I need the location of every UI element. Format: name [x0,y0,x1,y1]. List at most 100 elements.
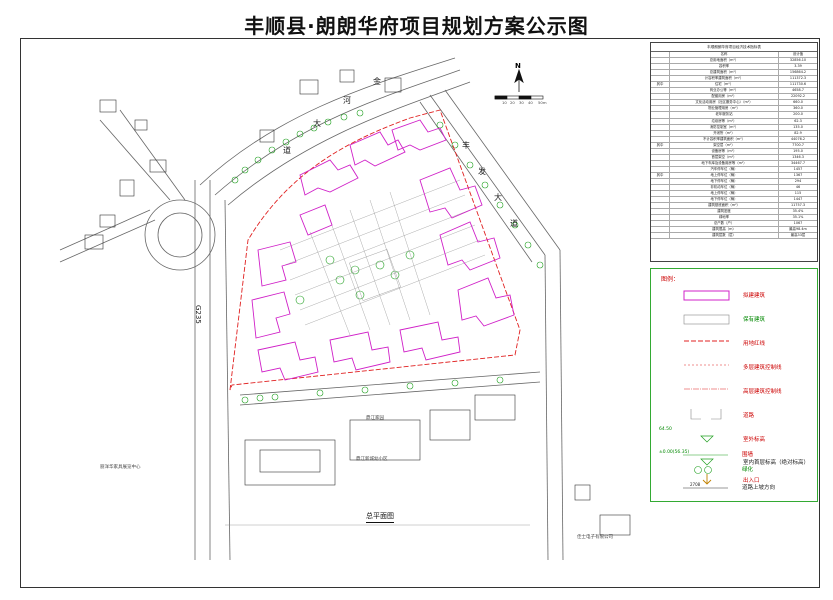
table-cell [651,215,670,221]
road-network [59,57,564,561]
legend-label: 道路 [743,413,755,419]
table-cell: 建筑限高（m） [670,227,779,233]
table-cell: 计容积率建筑面积（m²） [670,76,779,82]
table-cell: 294 [794,178,802,183]
table-cell: 其中 [651,172,670,178]
site-boundary [229,109,521,391]
table-cell: 地下停车位（辆） [670,178,779,185]
table-cell: 架空层（m²） [670,142,779,148]
table-cell [651,106,670,112]
table-cell: 22092.2 [790,94,806,99]
table-cell: 115 [794,191,802,196]
table-cell [651,118,670,124]
label-school: 鼎江新城幼小区 [356,457,388,462]
table-cell: 住宅（m²） [670,82,779,88]
table-cell [651,185,670,191]
table-cell: 82.9 [794,130,802,135]
table-cell: 开闭所（m²） [670,130,779,136]
legend-label: 多层建筑控制线 [743,365,782,371]
table-cell: 设备房等（m²） [670,148,779,154]
table-cell: 绿地率 [670,215,779,221]
table-cell: 1067 [793,221,803,226]
table-cell [651,233,670,239]
table-row: 不计容积率建筑面积（m²）44076.2 [651,136,817,143]
table-cell [651,191,670,197]
table-row: 计容积率建筑面积（m²）111372.3 [651,76,817,83]
existing-buildings [84,69,631,536]
legend-item-entrance: 出入口 [651,474,817,486]
legend-symbols [683,290,730,485]
table-cell: 首层架空（m²） [670,154,779,160]
table-cell: 非机动车位（辆） [670,185,779,191]
table-header-cell: 设计值 [792,52,804,56]
table-cell [651,58,670,64]
legend-label: 拟建建筑 [743,293,766,299]
legend-item-multi-setback: 多层建筑控制线 [651,358,817,382]
table-cell [651,203,670,209]
table-cell [651,100,670,106]
table-row: 汽车停车位（辆）1457 [651,166,817,173]
legend-entrance-swatch [702,474,712,485]
legend-label: 出入口 [743,478,760,484]
table-cell: 111730.6 [789,82,807,87]
scale-tick-3: 30 [519,100,524,105]
table-cell [651,88,670,94]
legend-item-outdoor-elev: 64.50 室外标高 [651,427,817,454]
table-row: 文化活动用房（社区服务中心）（m²）660.0 [651,100,817,107]
table-cell: 1447 [793,197,803,202]
legend-item-existing: 保有建筑 [651,310,817,334]
legend-new-building-swatch [683,290,730,301]
legend-lower: 围墙 绿化 2708 道路上坡方向 [650,448,816,500]
legend-sample: 64.50 [659,427,672,432]
table-row: 总用地面积（m²）32856.10 [651,58,817,65]
table-cell [651,94,670,100]
table-cell: 地下车库及设备用房等（m²） [670,160,779,166]
table-cell: 1367 [793,172,803,177]
north-arrow-icon [514,68,524,92]
table-cell [651,166,670,172]
legend-green-label: 绿化 [742,467,754,473]
table-cell: 地下停车位（辆） [670,197,779,203]
table-cell: 总建筑面积（m²） [670,70,779,76]
label-south-company: 佳士电子有限公司 [577,535,613,540]
table-header-cell: 名称 [670,52,779,58]
legend-label: 室内首层标高（绝对标高） [743,460,810,466]
table-cell [651,112,670,118]
table-cell: 7700.7 [792,142,804,147]
table-cell: 地上停车位（辆） [670,191,779,197]
legend-label: 高层建筑控制线 [743,389,782,395]
table-row: 开闭所（m²） 82.9 [651,130,817,137]
table-header-cell [651,52,670,58]
table-cell: 建筑层数（层） [670,233,779,239]
table-cell: 建筑基底面积（m²） [670,203,779,209]
legend-item-indoor-elev: ±0.00(56.35) 室内首层标高（绝对标高） [651,450,817,477]
legend-label: 用地红线 [743,341,766,347]
indicator-table-title: 丰顺朗朗华府项目经济技术指标表 [651,43,817,52]
scale-tick-2: 20 [510,100,515,105]
legend-item-new-building: 拟建建筑 [651,286,817,310]
table-cell: 总户数（户） [670,221,779,227]
table-cell: 1346.3 [792,154,804,159]
table-row: 非机动车位（辆）46 [651,185,817,192]
table-cell: 135.0 [793,124,803,129]
table-cell: 其中 [651,82,670,88]
west-road-label: G235 [194,305,202,324]
table-cell [651,154,670,160]
legend-title: 图例： [661,276,680,283]
legend-lower-symbols [683,454,728,489]
legend-elev-swatch [700,435,714,443]
table-cell: 360.0 [793,106,803,111]
east-road-label-3: 大 [494,193,502,202]
table-cell [651,178,670,185]
table-row: 其中地上停车位（辆）1367 [651,172,817,179]
table-cell: 最高33层 [790,233,806,238]
table-cell: 建筑密度 [670,209,779,215]
table-cell: 3.39 [794,64,802,69]
legend-item-road: 道路 [651,406,817,430]
table-cell: 34467.7 [790,160,806,165]
table-cell: 汽车停车位（辆） [670,166,779,172]
